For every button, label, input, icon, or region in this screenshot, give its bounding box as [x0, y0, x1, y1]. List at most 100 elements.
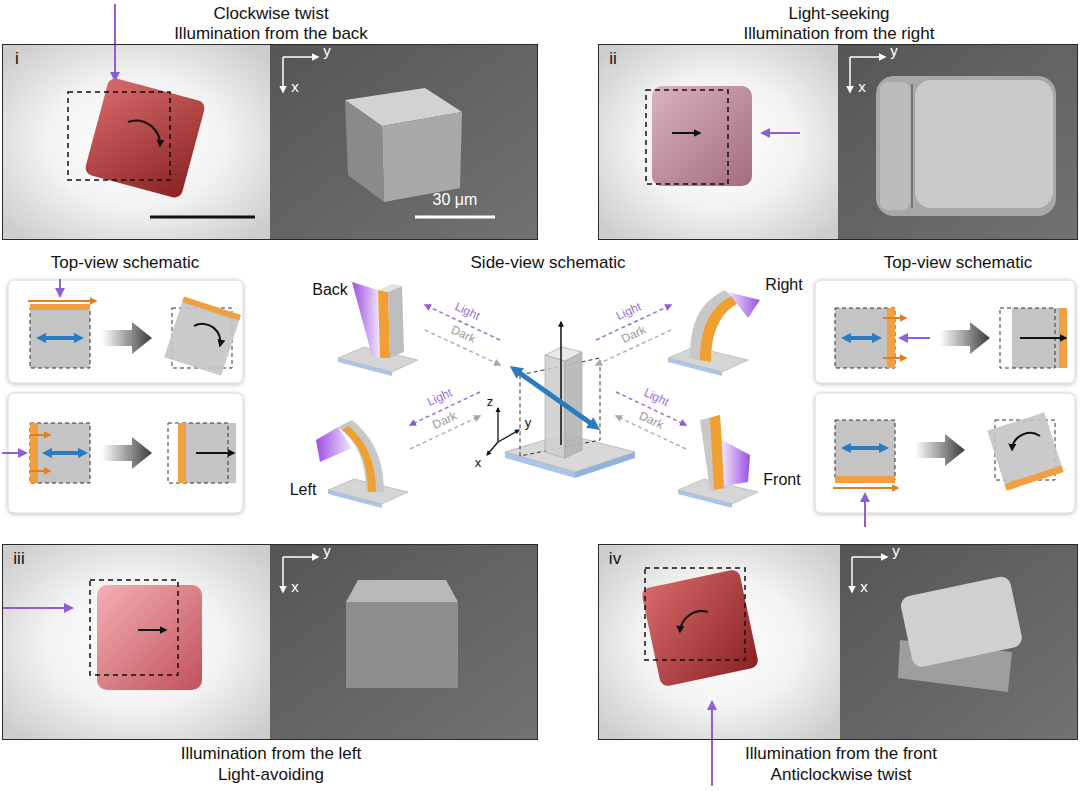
sem-image — [851, 557, 853, 592]
top-view-schematic — [30, 434, 50, 436]
sem-image — [270, 544, 538, 740]
twisted-pillar — [710, 415, 724, 490]
axis-label: x — [291, 578, 299, 595]
bent-pillar — [316, 427, 352, 462]
axis-label: x — [860, 578, 868, 595]
section-title: Top-view schematic — [51, 253, 199, 273]
twisted-pillar — [700, 415, 726, 490]
top-view-schematic — [845, 336, 878, 340]
top-view-schematic — [30, 470, 50, 472]
twisted-pillar — [722, 440, 750, 486]
sem-image — [270, 44, 538, 240]
axis-label: y — [323, 42, 331, 59]
pillar-schematic — [497, 408, 498, 442]
panel-heading: Illumination from the right — [744, 24, 935, 44]
optical-image — [68, 92, 170, 180]
sem-image — [270, 44, 538, 240]
sem-image — [840, 544, 1078, 740]
top-view-schematic — [8, 279, 243, 383]
top-view-schematic — [845, 446, 885, 450]
bent-pillar — [378, 284, 402, 292]
bent-pillar — [668, 290, 760, 376]
light-label: Light — [613, 300, 644, 324]
top-view-schematic — [28, 300, 96, 302]
top-view-schematic — [8, 393, 243, 513]
light-arrow — [712, 702, 713, 786]
axis-label: x — [291, 78, 299, 95]
top-view-schematic — [1012, 433, 1040, 450]
bent-pillar — [316, 420, 408, 508]
optical-image — [598, 44, 838, 240]
panel-caption: Light-avoiding — [218, 765, 324, 785]
top-view-schematic — [164, 296, 241, 375]
sem-image — [282, 557, 284, 592]
scale-bar-label: 30 μm — [433, 191, 478, 209]
dark-label: Dark — [447, 323, 478, 347]
top-view-schematic — [30, 304, 90, 310]
bent-pillar — [378, 290, 390, 358]
dark-label: Dark — [430, 408, 461, 432]
bent-pillar — [338, 282, 418, 376]
pillar-schematic — [487, 442, 498, 455]
bent-pillar — [728, 292, 760, 318]
pillar-schematic — [498, 430, 519, 442]
top-view-schematic — [59, 279, 61, 296]
top-view-schematic — [987, 412, 1064, 490]
light-arrow — [115, 4, 116, 80]
top-view-schematic — [30, 423, 90, 483]
light-label: Light — [451, 300, 482, 324]
top-view-schematic — [2, 452, 26, 454]
sem-image — [876, 76, 1056, 216]
pillar-schematic — [560, 322, 562, 445]
optical-image — [2, 544, 270, 740]
sem-image — [849, 57, 851, 92]
axis-label: x — [474, 456, 483, 471]
image-panel: iiiIllumination from the leftLight-avoid… — [2, 544, 538, 740]
top-view-schematic — [940, 322, 990, 354]
light-label: Light — [424, 386, 455, 410]
top-view-schematic — [835, 420, 895, 480]
top-view-schematic — [864, 494, 866, 527]
optical-image — [2, 44, 270, 240]
top-view-schematic — [915, 434, 965, 466]
top-view-schematic — [1012, 308, 1067, 368]
direction-label: Back — [312, 281, 348, 299]
panel-number: iii — [13, 549, 24, 569]
pillar-schematic — [545, 355, 565, 458]
optical-image — [672, 132, 700, 134]
axis-label: y — [890, 42, 898, 59]
optical-image — [84, 77, 206, 199]
top-view-schematic — [46, 451, 84, 455]
top-view-schematic — [102, 322, 152, 354]
panel-heading: Clockwise twist — [213, 4, 328, 24]
top-view-schematic — [196, 452, 234, 454]
panel-number: iv — [609, 549, 621, 569]
top-view-schematic — [883, 357, 906, 359]
axis-label: y — [323, 542, 331, 559]
sem-image — [915, 80, 1053, 208]
sem-image — [346, 602, 458, 688]
top-view-schematic — [883, 317, 906, 319]
light-arrow — [711, 702, 713, 786]
axis-label: y — [524, 416, 533, 431]
sem-image — [838, 44, 1078, 240]
optical-image — [598, 544, 840, 740]
bent-pillar — [352, 282, 380, 358]
panel-caption: Anticlockwise twist — [771, 765, 912, 785]
top-view-schematic — [1020, 337, 1066, 339]
direction-label: Right — [765, 276, 802, 294]
light-arrow — [762, 133, 800, 134]
sem-image — [840, 544, 1078, 740]
section-title: Side-view schematic — [471, 253, 626, 273]
top-view-schematic — [815, 280, 1075, 383]
light-arrow — [114, 4, 116, 80]
top-view-schematic — [30, 423, 38, 483]
sem-image — [838, 44, 1078, 240]
dark-label: Dark — [618, 323, 649, 347]
panel-number: i — [15, 49, 19, 69]
top-view-schematic — [102, 437, 152, 469]
sem-image — [382, 112, 462, 202]
top-view-schematic — [40, 336, 80, 340]
